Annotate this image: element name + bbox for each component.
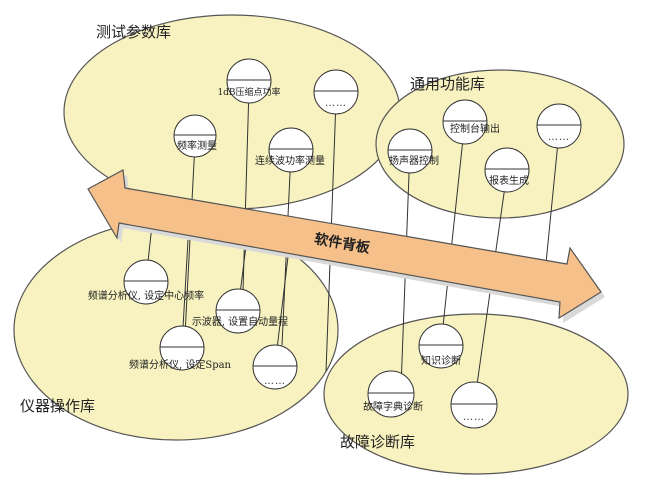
software-backplane-bus: 软件背板 (87, 169, 605, 323)
connector-g-more (545, 131, 560, 264)
label-p-more: …… (325, 98, 347, 109)
label-sa-span: 频谱分析仪, 设定Span (129, 358, 232, 371)
label-d-more: …… (463, 412, 485, 423)
node-g-more[interactable] (536, 103, 582, 149)
label-report: 报表生成 (489, 174, 529, 187)
node-dict[interactable] (367, 370, 415, 418)
node-cw[interactable] (268, 127, 314, 173)
label-cw: 连续波功率测量 (255, 154, 325, 167)
node-d-more[interactable] (450, 381, 498, 429)
label-knowledge: 知识诊断 (421, 354, 461, 367)
instrument-library-title: 仪器操作库 (20, 397, 95, 415)
test-params-library-title: 测试参数库 (96, 23, 171, 41)
node-console[interactable] (442, 99, 488, 145)
diagnosis-library-title: 故障诊断库 (340, 433, 415, 451)
node-p1db[interactable] (226, 58, 272, 104)
node-sa-span[interactable] (159, 325, 205, 371)
label-i-more: …… (264, 376, 286, 387)
node-speaker[interactable] (387, 128, 433, 174)
node-freq[interactable] (173, 114, 217, 158)
node-i-more[interactable] (252, 344, 298, 390)
label-dict: 故障字典诊断 (363, 400, 423, 413)
connector-p1db (241, 87, 250, 326)
module-labels: 1dB压缩点功率 频率测量 连续波功率测量 …… 扬声器控制 控制台输出 报表生… (88, 86, 570, 423)
connector-console (440, 119, 466, 346)
label-console: 控制台输出 (450, 122, 500, 135)
node-sa-center[interactable] (123, 259, 169, 305)
module-nodes (123, 58, 582, 429)
general-library-title: 通用功能库 (410, 75, 485, 93)
node-report[interactable] (484, 147, 530, 193)
node-knowledge[interactable] (418, 323, 464, 369)
label-freq: 频率测量 (177, 139, 217, 152)
label-speaker: 扬声器控制 (389, 154, 439, 167)
label-g-more: …… (548, 132, 570, 143)
label-scope: 示波器, 设置自动量程 (192, 315, 288, 328)
node-scope[interactable] (215, 288, 261, 334)
label-p1db: 1dB压缩点功率 (217, 86, 280, 98)
bus-arrow (87, 169, 602, 320)
label-sa-center: 频谱分析仪, 设定中心频率 (88, 289, 204, 302)
node-p-more[interactable] (313, 69, 359, 115)
